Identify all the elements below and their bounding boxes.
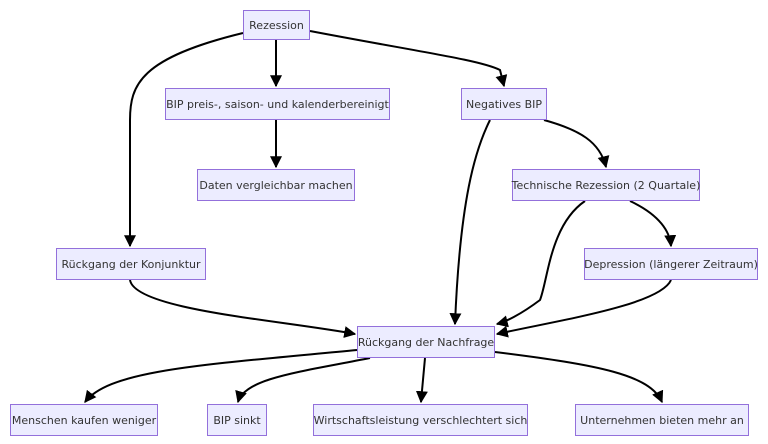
- edge-technische-nachfrage: [495, 200, 586, 328]
- edge-nachfrage-wirtschaft: [415, 357, 428, 404]
- edge-depression-nachfrage: [495, 279, 672, 338]
- edge-nachfrage-bip-sinkt: [235, 357, 371, 404]
- edge-rezession-konjunktur: [124, 32, 244, 248]
- edge-nachfrage-kaufen: [84, 349, 358, 403]
- node-unternehmen-bieten-mehr[interactable]: Unternehmen bieten mehr an: [575, 404, 749, 436]
- node-daten-vergleichbar[interactable]: Daten vergleichbar machen: [197, 169, 355, 201]
- node-depression[interactable]: Depression (längerer Zeitraum): [584, 248, 758, 280]
- edge-negatives-bip-nachfrage: [449, 119, 491, 326]
- node-bip-bereinigt[interactable]: BIP preis-, saison- und kalenderbereinig…: [165, 88, 390, 120]
- edge-rezession-negatives-bip: [309, 30, 508, 88]
- edge-nachfrage-unternehmen: [494, 351, 664, 404]
- node-negatives-bip[interactable]: Negatives BIP: [461, 88, 547, 120]
- node-technische-rezession[interactable]: Technische Rezession (2 Quartale): [512, 169, 700, 201]
- edge-konjunktur-nachfrage: [129, 279, 357, 338]
- node-wirtschaftsleistung[interactable]: Wirtschaftsleistung verschlechtert sich: [313, 404, 528, 436]
- edge-technische-depression: [629, 200, 677, 248]
- node-rezession[interactable]: Rezession: [243, 10, 310, 40]
- node-rueckgang-konjunktur[interactable]: Rückgang der Konjunktur: [56, 248, 206, 280]
- node-menschen-kaufen-weniger[interactable]: Menschen kaufen weniger: [10, 404, 158, 436]
- node-rueckgang-nachfrage[interactable]: Rückgang der Nachfrage: [357, 326, 495, 358]
- edge-negatives-bip-technische: [543, 119, 610, 169]
- node-bip-sinkt[interactable]: BIP sinkt: [207, 404, 267, 436]
